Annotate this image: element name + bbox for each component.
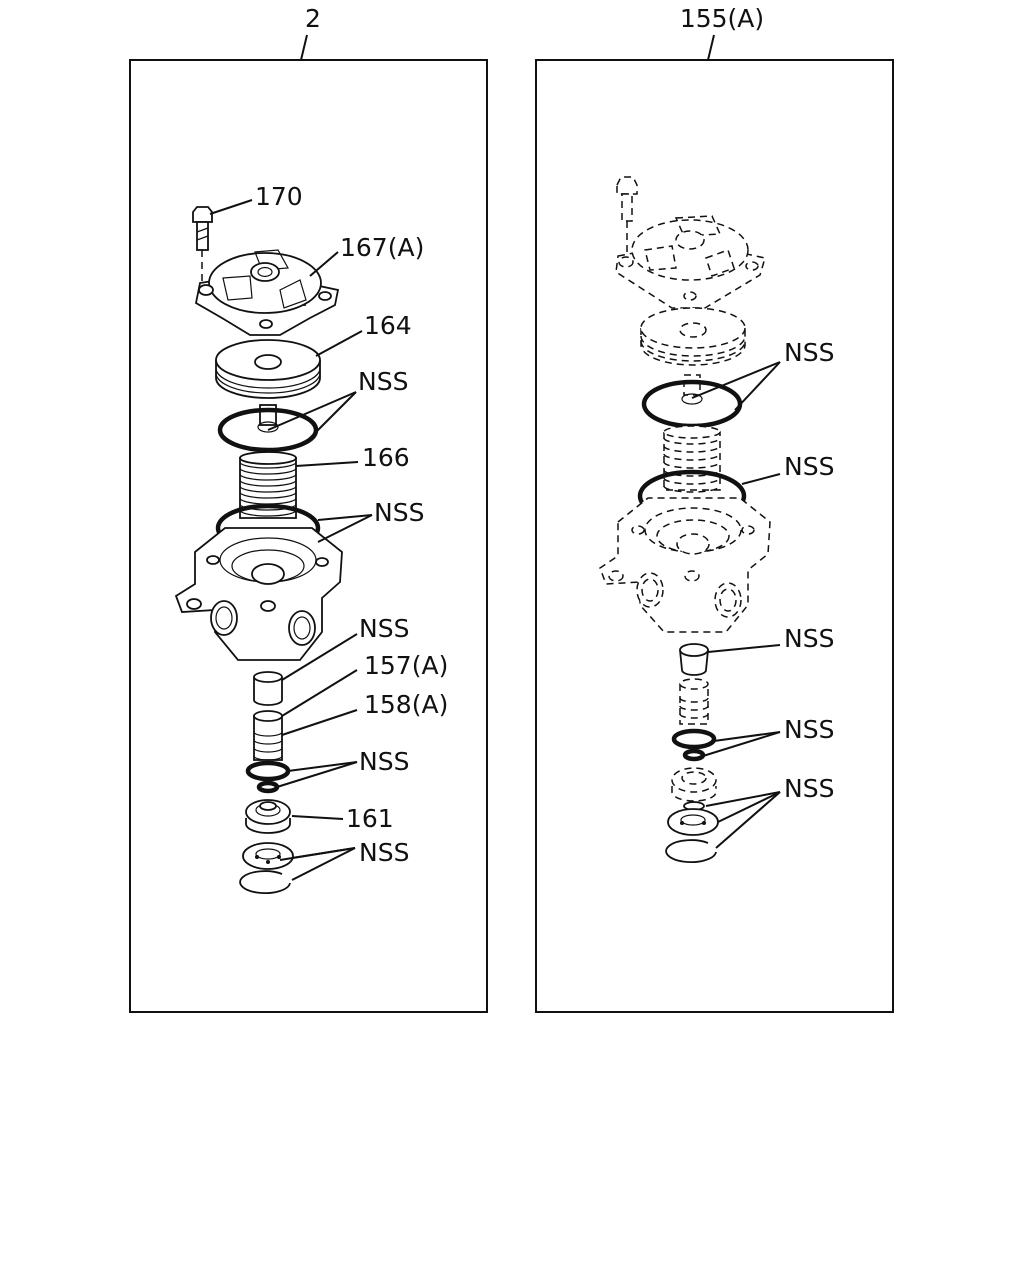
valve-body-part bbox=[599, 497, 771, 633]
lower-valve-parts bbox=[665, 643, 719, 863]
panel-right-frame bbox=[535, 59, 894, 1013]
callout-nss: NSS bbox=[784, 338, 834, 367]
bolt-part bbox=[192, 206, 213, 288]
valve-body-part bbox=[174, 527, 343, 661]
callouts-left: 170 167(A) 164 NSS 166 NSS NSS 157(A) 15… bbox=[255, 182, 448, 867]
leader-lines-right bbox=[691, 361, 781, 849]
callout-167a: 167(A) bbox=[340, 233, 424, 262]
spring-part bbox=[663, 425, 721, 493]
callout-158a: 158(A) bbox=[364, 690, 448, 719]
callout-166: 166 bbox=[362, 443, 410, 472]
panel-left: 2 bbox=[129, 4, 488, 1013]
panel-right: 155(A) bbox=[535, 4, 894, 1013]
cover-part bbox=[615, 215, 766, 309]
spring-part bbox=[239, 451, 297, 519]
callouts-right: NSS NSS NSS NSS NSS bbox=[784, 338, 834, 803]
panel-left-title-leader bbox=[300, 34, 308, 61]
diaphragm-part bbox=[640, 307, 746, 366]
callout-nss: NSS bbox=[784, 624, 834, 653]
callout-nss: NSS bbox=[359, 614, 409, 643]
callout-nss: NSS bbox=[359, 747, 409, 776]
callout-nss: NSS bbox=[784, 715, 834, 744]
callout-nss: NSS bbox=[359, 838, 409, 867]
callout-161: 161 bbox=[346, 804, 394, 833]
panel-right-title-leader bbox=[707, 34, 715, 61]
o-ring-part bbox=[641, 374, 743, 429]
callout-157a: 157(A) bbox=[364, 651, 448, 680]
panel-left-title: 2 bbox=[305, 4, 321, 33]
callout-nss: NSS bbox=[358, 367, 408, 396]
diaphragm-part bbox=[215, 339, 321, 399]
callout-164: 164 bbox=[364, 311, 412, 340]
o-ring-part bbox=[217, 404, 319, 453]
panel-right-title: 155(A) bbox=[680, 4, 764, 33]
cover-part bbox=[194, 249, 340, 336]
panel-left-frame bbox=[129, 59, 488, 1013]
lower-valve-parts bbox=[239, 671, 294, 894]
bolt-part bbox=[616, 176, 638, 258]
leader-lines-left bbox=[209, 199, 373, 881]
callout-nss: NSS bbox=[784, 452, 834, 481]
callout-nss: NSS bbox=[784, 774, 834, 803]
callout-nss: NSS bbox=[374, 498, 424, 527]
callout-170: 170 bbox=[255, 182, 303, 211]
